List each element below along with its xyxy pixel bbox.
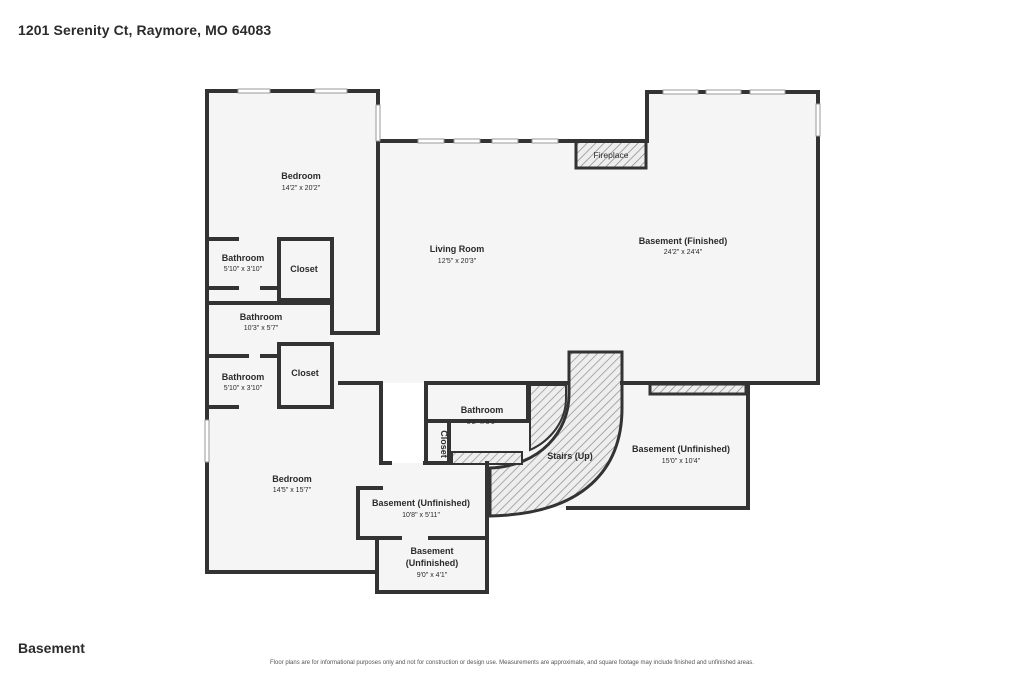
room-name-basement-unfinished-2: Basement (Unfinished) [372,498,470,508]
floor-level-label: Basement [18,640,85,656]
room-dims-bathroom-3: 5'10" x 3'10" [224,385,263,392]
room-name-closet-1: Closet [290,264,318,274]
room-name-basement-finished: Basement (Finished) [639,236,728,246]
room-dims-basement-finished: 24'2" x 24'4" [664,249,703,256]
room-name-bathroom-4: Bathroom [461,405,504,415]
room-name-bathroom-2: Bathroom [240,312,283,322]
room-dims-bedroom-bottom: 14'5" x 15'7" [273,487,312,494]
room-name-bedroom-bottom: Bedroom [272,474,312,484]
room-name-fireplace: Fireplace [594,150,629,160]
room-name-living-room: Living Room [430,244,485,254]
ledge-hatch [648,382,748,396]
room-dims-basement-unfinished-3: 9'0" x 4'1" [417,572,448,579]
room-name-bathroom-3: Bathroom [222,372,265,382]
room-dims-bathroom-4: 8'2" x 5'5" [467,419,498,426]
room-dims-bathroom-2: 10'3" x 5'7" [244,325,279,332]
stairs-hatch [488,350,624,518]
room-name-basement-unfinished-1: Basement (Unfinished) [632,444,730,454]
room-name-closet-3: Closet [439,430,449,458]
room-name-bedroom-top: Bedroom [281,171,321,181]
room-name-bathroom-1: Bathroom [222,253,265,263]
windows [204,88,821,463]
room-dims-bedroom-top: 14'2" x 20'2" [282,185,321,192]
room-name-stairs: Stairs (Up) [547,451,593,461]
disclaimer-text: Floor plans are for informational purpos… [270,660,754,666]
room-name-basement-unfinished-3-line1: Basement [410,546,453,556]
room-dims-living-room: 12'5" x 20'3" [438,258,477,265]
room-dims-bathroom-1: 5'10" x 3'10" [224,266,263,273]
room-name-closet-2: Closet [291,368,319,378]
floor-fills [207,91,818,592]
landing-hatch [529,384,567,452]
room-name-basement-unfinished-3-line2: (Unfinished) [406,558,459,568]
room-dims-basement-unfinished-1: 15'0" x 10'4" [662,458,701,465]
property-address: 1201 Serenity Ct, Raymore, MO 64083 [18,22,272,38]
room-dims-basement-unfinished-2: 10'8" x 5'11" [402,512,440,519]
